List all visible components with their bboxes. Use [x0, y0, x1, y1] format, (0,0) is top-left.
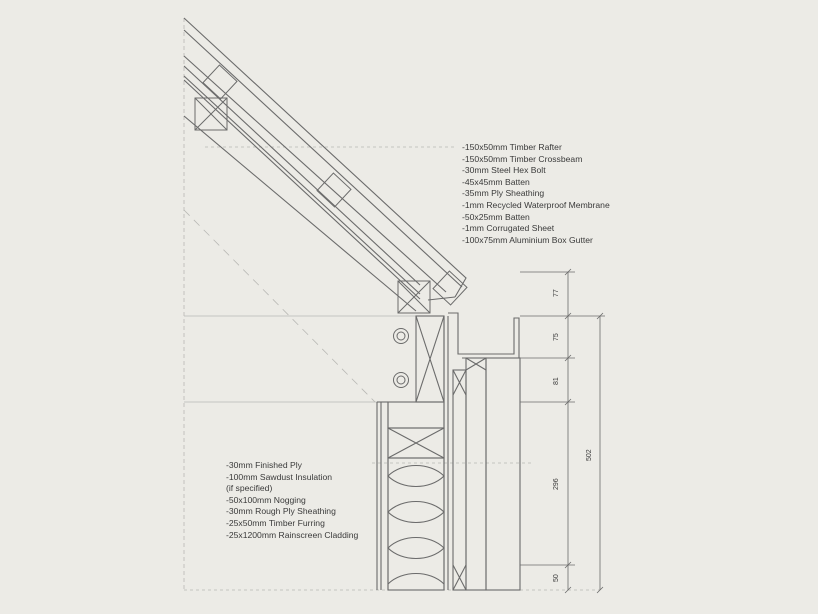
roof-block-5 [432, 270, 468, 306]
dim-296: 296 [553, 478, 560, 490]
dim-77: 77 [553, 289, 560, 297]
roof-assembly [183, 17, 467, 312]
roof-block-3 [316, 172, 352, 208]
roof-label: -150x50mm Timber Crossbeam [462, 153, 583, 164]
wall-label: -100mm Sawdust Insulation [226, 471, 333, 482]
guide-lines [183, 18, 600, 591]
roof-label: -50x25mm Batten [462, 211, 530, 222]
roof-block-2 [202, 64, 238, 100]
wall-label: -30mm Rough Ply Sheathing [226, 506, 336, 517]
roof-block-1 [194, 97, 228, 131]
bolt-lower [393, 372, 409, 388]
roof-label: -1mm Recycled Waterproof Membrane [462, 199, 610, 210]
roof-material-labels: -150x50mm Timber Rafter -150x50mm Timber… [462, 142, 610, 246]
dim-total: 502 [586, 449, 593, 461]
wall-label: -50x100mm Nogging [226, 494, 306, 505]
hex-bolts [393, 328, 409, 388]
dimension-lines [520, 268, 605, 594]
roof-label: -45x45mm Batten [462, 176, 530, 187]
roof-label: -35mm Ply Sheathing [462, 188, 545, 199]
roof-label: -100x75mm Aluminium Box Gutter [462, 234, 593, 245]
roof-label: -30mm Steel Hex Bolt [462, 165, 546, 176]
wall-label: (if specified) [226, 483, 273, 494]
wall-material-labels: -30mm Finished Ply -100mm Sawdust Insula… [226, 460, 358, 541]
bolt-upper [393, 328, 409, 344]
wall-label: -25x50mm Timber Furring [226, 517, 325, 528]
wall-assembly [376, 312, 521, 591]
roof-label: -1mm Corrugated Sheet [462, 223, 555, 234]
roof-blocking [194, 64, 468, 314]
roof-label: -150x50mm Timber Rafter [462, 142, 562, 152]
dim-50: 50 [553, 574, 560, 582]
dim-81: 81 [553, 377, 560, 385]
dim-75: 75 [553, 333, 560, 341]
wall-label: -25x1200mm Rainscreen Cladding [226, 529, 359, 540]
roof-block-4 [397, 280, 431, 314]
wall-label: -30mm Finished Ply [226, 460, 302, 470]
